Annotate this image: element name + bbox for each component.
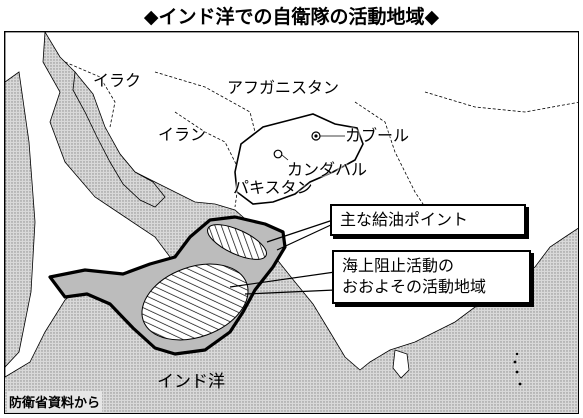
- source-note: 防衛省資料から: [7, 391, 103, 412]
- callout-refuel-points: 主な給油ポイント: [330, 204, 526, 236]
- kandahar-leader: [281, 154, 289, 161]
- leader-lines: [229, 219, 336, 295]
- callout-interdiction-line1: 海上阻止活動の: [342, 256, 455, 275]
- label-iraq: イラク: [93, 71, 142, 90]
- refuel-area: [207, 224, 267, 260]
- label-kandahar: カンダハル: [287, 160, 368, 179]
- callout-refuel-text: 主な給油ポイント: [340, 210, 469, 229]
- map-frame: イラク アフガニスタン イラン カブール カンダハル パキスタン インド洋 主な…: [4, 31, 579, 414]
- land-srilanka: [392, 349, 410, 379]
- label-iran: イラン: [158, 125, 207, 144]
- callout-interdiction: 海上阻止活動の おおよその活動地域: [332, 250, 531, 304]
- country-borders: [64, 61, 578, 208]
- maldives-marks: [513, 352, 522, 386]
- afghanistan-outline: [234, 113, 364, 205]
- capital-marker-icon: [311, 131, 321, 141]
- label-afghanistan: アフガニスタン: [227, 78, 340, 97]
- label-indian-ocean: インド洋: [157, 372, 225, 392]
- city-marker-icon: [273, 149, 283, 159]
- persian-gulf: [72, 71, 166, 208]
- red-sea: [5, 71, 36, 368]
- interdiction-area: [141, 263, 249, 341]
- label-pakistan: パキスタン: [233, 178, 313, 197]
- label-kabul: カブール: [345, 126, 410, 145]
- callout-interdiction-line2: おおよその活動地域: [342, 276, 487, 296]
- map-title: ◆インド洋での自衛隊の活動地域◆: [143, 6, 440, 28]
